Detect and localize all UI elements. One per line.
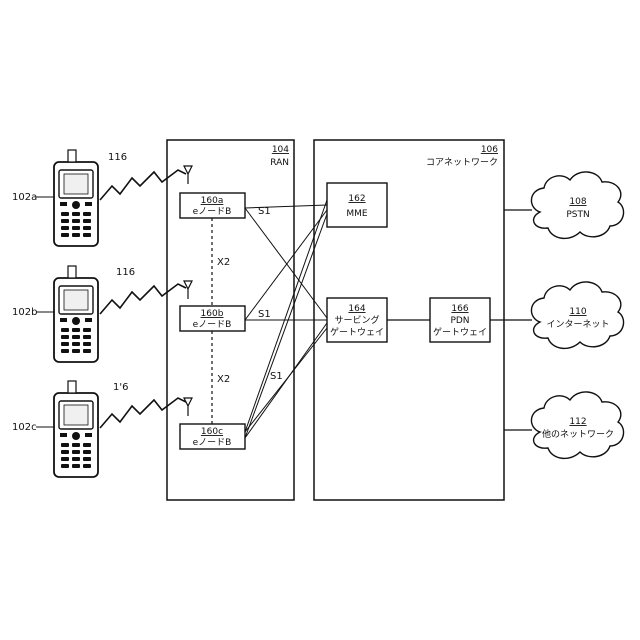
- s1-label-a: S1: [258, 206, 271, 217]
- antenna-icon-c: [184, 398, 192, 416]
- x2-label-upper: X2: [217, 257, 230, 268]
- other-network-name: 他のネットワーク: [542, 428, 614, 440]
- serving-gateway-line2: ゲートウェイ: [330, 326, 384, 338]
- core-label: コアネットワーク: [426, 157, 498, 168]
- wtru-phone-c: [54, 381, 98, 477]
- enodeb-ref-b: 160b: [201, 309, 224, 319]
- ran-label: RAN: [270, 158, 289, 168]
- mme-name: MME: [346, 209, 368, 219]
- x2-label-lower: X2: [217, 374, 230, 385]
- wtru-phone-b: [54, 266, 98, 362]
- pdn-gateway-line2: ゲートウェイ: [433, 326, 487, 338]
- enodeb-name-c: eノードB: [193, 438, 232, 448]
- antenna-icon-b: [184, 281, 192, 299]
- enodeb-ref-c: 160c: [201, 427, 223, 437]
- serving-gateway-line1: サービング: [334, 314, 379, 326]
- pstn-name: PSTN: [566, 210, 589, 220]
- mme-ref: 162: [348, 194, 365, 204]
- antenna-icon-a: [184, 166, 192, 184]
- wtru-ref-b: 102b: [12, 307, 37, 318]
- air-link-label-b: 116: [116, 267, 135, 278]
- air-link-label-a: 116: [108, 152, 127, 163]
- pdn-gateway-ref: 166: [451, 304, 468, 314]
- pdn-gateway-line1: PDN: [450, 316, 469, 326]
- mme-box: [327, 183, 387, 227]
- enodeb-name-b: eノードB: [193, 320, 232, 330]
- enodeb-ref-a: 160a: [201, 196, 224, 206]
- air-link-b: [100, 284, 186, 314]
- serving-gateway-ref: 164: [348, 304, 365, 314]
- other-network-ref: 112: [569, 417, 586, 427]
- wtru-ref-c: 102c: [12, 422, 37, 433]
- pstn-ref: 108: [569, 197, 586, 207]
- wtru-phone-a: [54, 150, 98, 246]
- core-ref: 106: [481, 145, 498, 155]
- internet-ref: 110: [569, 307, 586, 317]
- s1-label-b: S1: [258, 309, 271, 320]
- enodeb-name-a: eノードB: [193, 207, 232, 217]
- air-link-a: [100, 170, 186, 200]
- ran-ref: 104: [272, 145, 289, 155]
- internet-name: インターネット: [546, 319, 609, 330]
- air-link-label-c: 1'6: [113, 382, 128, 393]
- s1-label-c: S1: [270, 371, 283, 382]
- wtru-ref-a: 102a: [12, 192, 37, 203]
- air-link-c: [100, 398, 186, 428]
